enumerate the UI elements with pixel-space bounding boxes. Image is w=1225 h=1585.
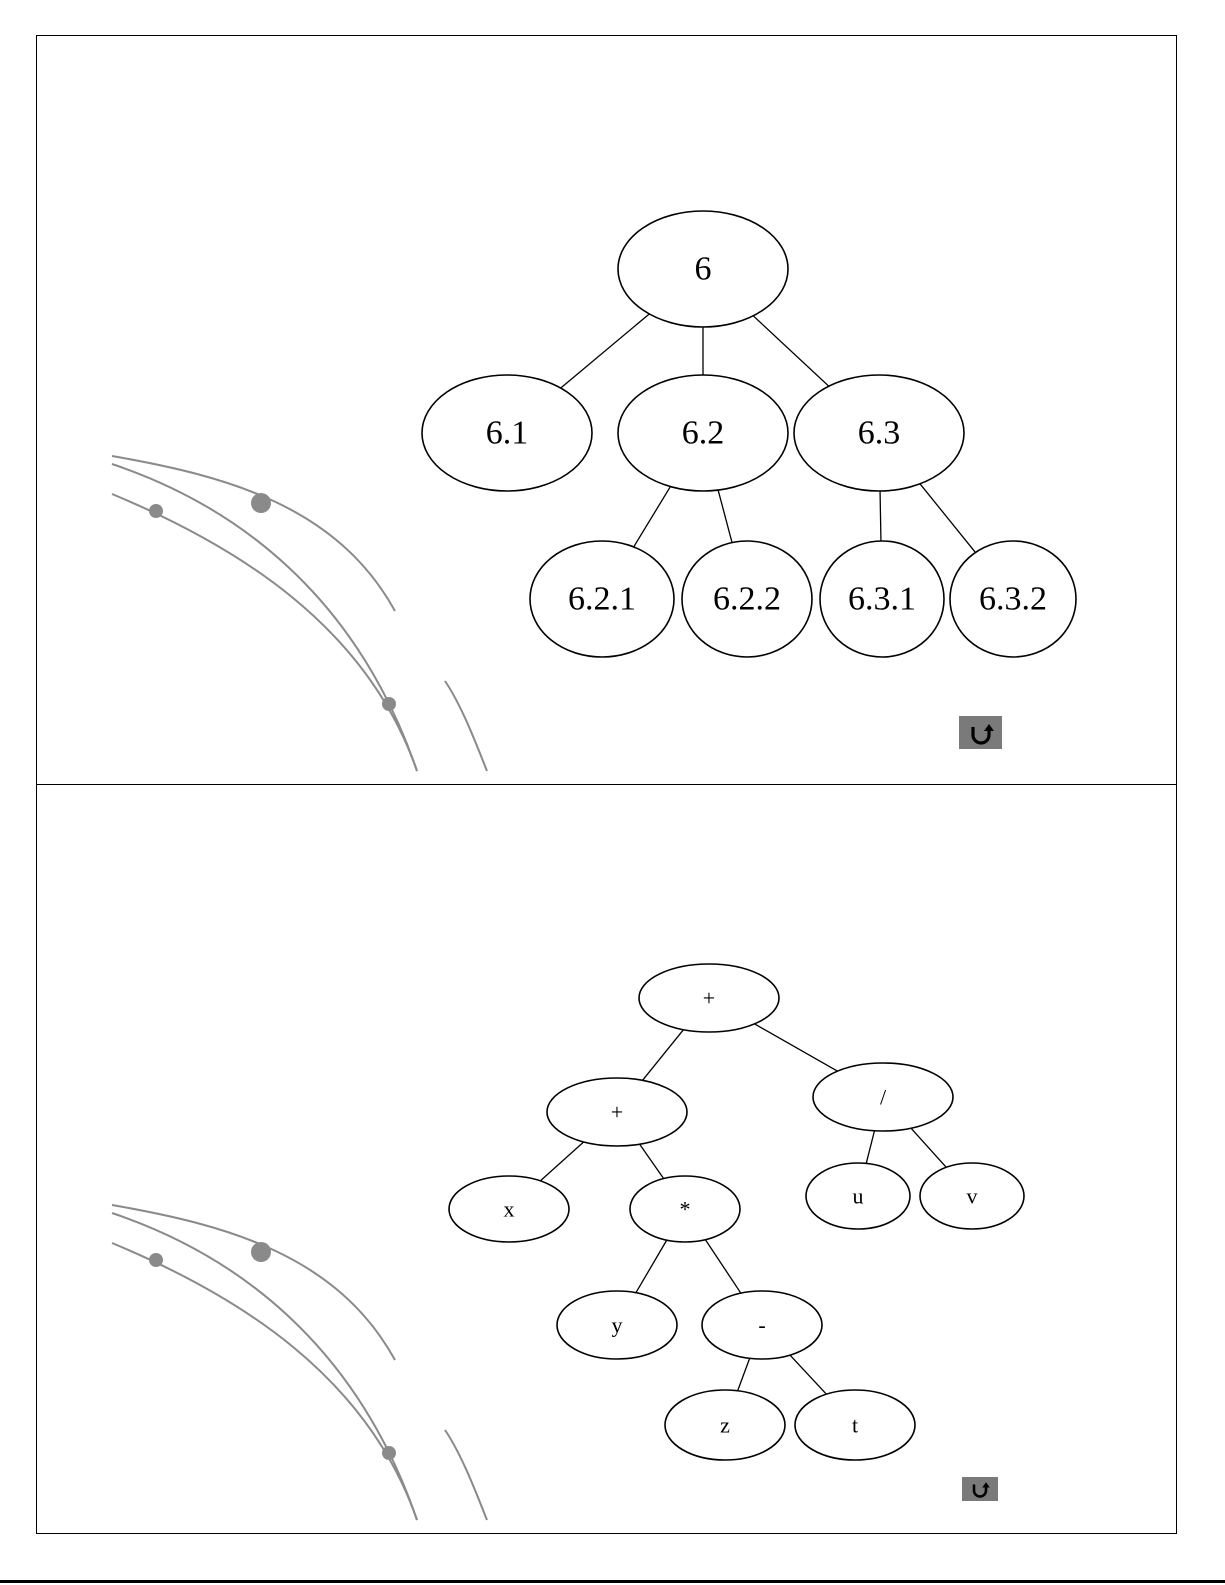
node-label: t (852, 1413, 858, 1438)
orbit-dot (251, 493, 271, 513)
node-label: y (612, 1313, 623, 1338)
orbit-dot (382, 1446, 396, 1460)
tree-nodes: + + / x * u v y - z t (449, 964, 1024, 1460)
node-label: 6 (695, 251, 712, 288)
tree-node-n6_1: 6.1 (422, 375, 592, 491)
tree-edge-minus-t (790, 1355, 826, 1394)
orbit-dot (149, 1253, 163, 1267)
tree-edge-n6_3-n6_3_2 (920, 484, 975, 553)
tree-node-mul: * (630, 1176, 740, 1242)
expression-tree-diagram: + + / x * u v y - z t (37, 785, 1178, 1535)
tree-node-n6_3_1: 6.3.1 (820, 541, 944, 657)
decorative-orbits (112, 1205, 487, 1520)
tree-edge-mul-minus (705, 1240, 741, 1294)
orbit-dot (251, 1242, 271, 1262)
node-label: + (611, 1100, 623, 1125)
node-label: - (758, 1313, 765, 1338)
tree-edge-n6_3-n6_3_1 (880, 491, 881, 541)
tree-node-minus: - (702, 1291, 822, 1359)
tree-node-n6_3_2: 6.3.2 (950, 541, 1076, 657)
tree-node-n6: 6 (618, 211, 788, 327)
tree-edge-n6-n6_3 (753, 316, 829, 386)
decorative-orbits (112, 456, 487, 771)
node-label: 6.2.1 (568, 581, 636, 618)
node-label: 6.1 (486, 415, 529, 452)
tree-edge-minus-z (738, 1358, 750, 1391)
tree-node-n6_3: 6.3 (794, 375, 964, 491)
tree-node-t: t (795, 1390, 915, 1460)
tree-node-root: + (639, 964, 779, 1032)
node-label: x (504, 1197, 515, 1222)
node-label: z (720, 1413, 730, 1438)
page-bottom-rule (0, 1580, 1225, 1583)
tree-edge-n6_2-n6_2_2 (718, 490, 732, 542)
tree-edge-mul-y (636, 1240, 667, 1293)
tree-edge-n6-n6_1 (561, 314, 650, 388)
tree-edge-plus2-x (540, 1142, 583, 1181)
tree-node-v: v (920, 1163, 1024, 1229)
section-tree-diagram: 6 6.1 6.2 6.3 6.2.1 6.2.2 6.3.1 6.3.2 (37, 36, 1178, 786)
orbit-arc (445, 681, 487, 771)
tree-node-n6_2_1: 6.2.1 (530, 541, 674, 657)
node-label: 6.2.2 (713, 581, 781, 618)
tree-edge-div-u (866, 1131, 874, 1164)
node-label: v (967, 1184, 978, 1209)
tree-edge-root-plus2 (643, 1030, 684, 1081)
tree-node-x: x (449, 1176, 569, 1242)
tree-node-plus2: + (547, 1078, 687, 1146)
node-label: 6.3 (858, 415, 901, 452)
tree-node-z: z (665, 1390, 785, 1460)
return-button[interactable] (959, 716, 1002, 749)
orbit-arc (445, 1430, 487, 1520)
tree-node-div: / (813, 1063, 953, 1131)
tree-node-n6_2: 6.2 (618, 375, 788, 491)
tree-edge-div-v (911, 1128, 946, 1167)
node-label: + (703, 986, 715, 1011)
tree-node-n6_2_2: 6.2.2 (682, 541, 812, 657)
tree-node-y: y (557, 1291, 677, 1359)
tree-node-u: u (806, 1163, 910, 1229)
orbit-dot (382, 697, 396, 711)
node-label: / (880, 1085, 887, 1110)
orbit-dot (149, 504, 163, 518)
node-label: u (853, 1184, 864, 1209)
node-label: 6.2 (682, 415, 725, 452)
slide-expression-tree: + + / x * u v y - z t (36, 784, 1177, 1534)
tree-nodes: 6 6.1 6.2 6.3 6.2.1 6.2.2 6.3.1 6.3.2 (422, 211, 1076, 657)
return-arrow-icon (968, 721, 994, 745)
node-label: 6.3.2 (979, 581, 1047, 618)
return-arrow-icon (970, 1480, 990, 1498)
tree-edge-n6_2-n6_2_1 (634, 487, 671, 547)
orbit-arc (112, 1243, 417, 1520)
return-button[interactable] (962, 1477, 998, 1501)
tree-edge-plus2-mul (640, 1144, 664, 1178)
node-label: 6.3.1 (848, 581, 916, 618)
node-label: * (680, 1197, 691, 1222)
tree-edge-root-div (754, 1024, 837, 1071)
slide-tree-section: 6 6.1 6.2 6.3 6.2.1 6.2.2 6.3.1 6.3.2 (36, 35, 1177, 785)
orbit-arc (112, 494, 417, 771)
